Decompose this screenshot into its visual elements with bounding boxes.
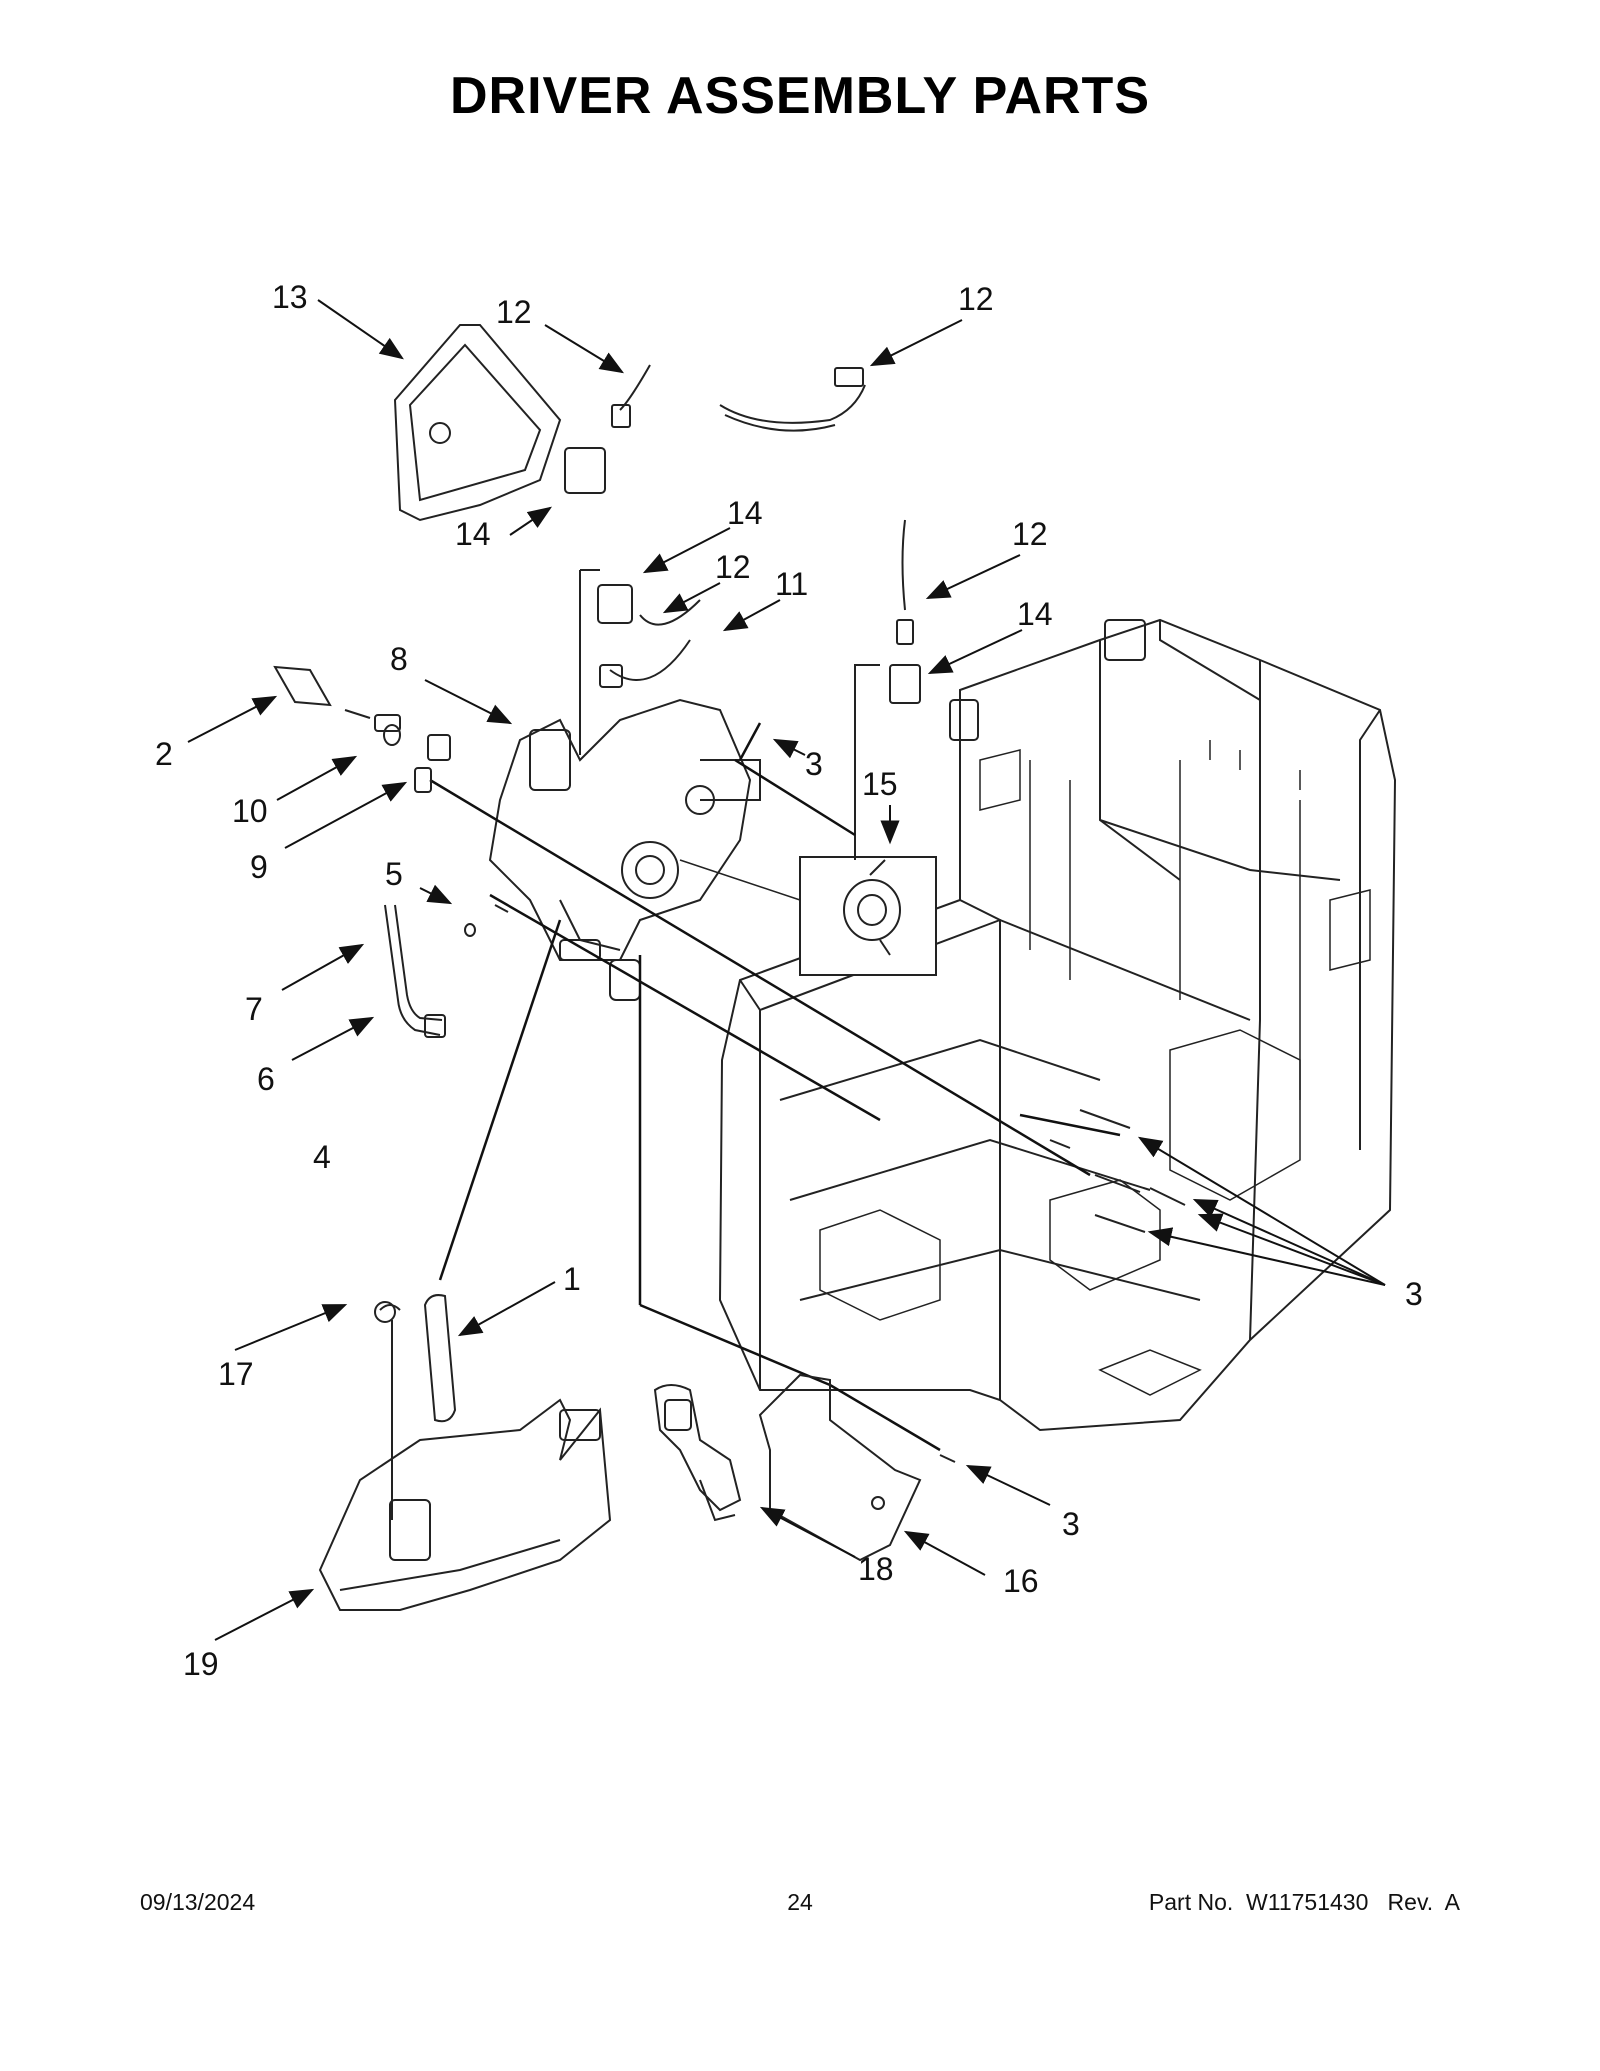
callout-9: 9 (250, 849, 268, 885)
callout-14: 14 (1017, 596, 1053, 632)
callout-arrows (187, 299, 1386, 1641)
callout-1: 1 (563, 1261, 581, 1297)
callout-12: 12 (1012, 516, 1048, 552)
inset-detail-box (679, 856, 937, 976)
callout-2: 2 (155, 736, 173, 772)
callout-7: 7 (245, 991, 263, 1027)
footer-page-number: 24 (787, 1889, 813, 1915)
footer-date: 09/13/2024 (140, 1889, 256, 1915)
left-small-parts (273, 665, 509, 1038)
callout-3: 3 (1405, 1276, 1423, 1312)
callout-12: 12 (715, 549, 751, 585)
callout-15: 15 (862, 766, 898, 802)
callout-8: 8 (390, 641, 408, 677)
cabinet-chassis (718, 618, 1397, 1432)
page-title: DRIVER ASSEMBLY PARTS (449, 67, 1151, 125)
callout-3: 3 (805, 746, 823, 782)
callout-18: 18 (858, 1551, 894, 1587)
cover-part (393, 324, 562, 522)
bottom-parts (318, 1294, 956, 1611)
driver-assembly (488, 698, 761, 1001)
callout-12: 12 (496, 294, 532, 330)
callout-19: 19 (183, 1646, 219, 1682)
switch-parts-middle (579, 519, 921, 860)
callout-13: 13 (272, 279, 308, 315)
callout-labels: 13 12 12 14 14 12 11 12 14 8 3 15 2 10 9… (155, 279, 1423, 1682)
callout-16: 16 (1003, 1563, 1039, 1599)
callout-14: 14 (727, 495, 763, 531)
leader-lines (429, 722, 1121, 1452)
callout-14: 14 (455, 516, 491, 552)
switch-parts-top (564, 364, 866, 494)
footer-part-number: Part No. W11751430 Rev. A (1148, 1889, 1460, 1915)
callout-11: 11 (775, 566, 808, 602)
callout-5: 5 (385, 856, 403, 892)
right-screws (1049, 1109, 1186, 1233)
callout-17: 17 (218, 1356, 254, 1392)
callout-4: 4 (313, 1139, 331, 1175)
callout-6: 6 (257, 1061, 275, 1097)
callout-3: 3 (1062, 1506, 1080, 1542)
callout-10: 10 (232, 793, 268, 829)
callout-12: 12 (958, 281, 994, 317)
